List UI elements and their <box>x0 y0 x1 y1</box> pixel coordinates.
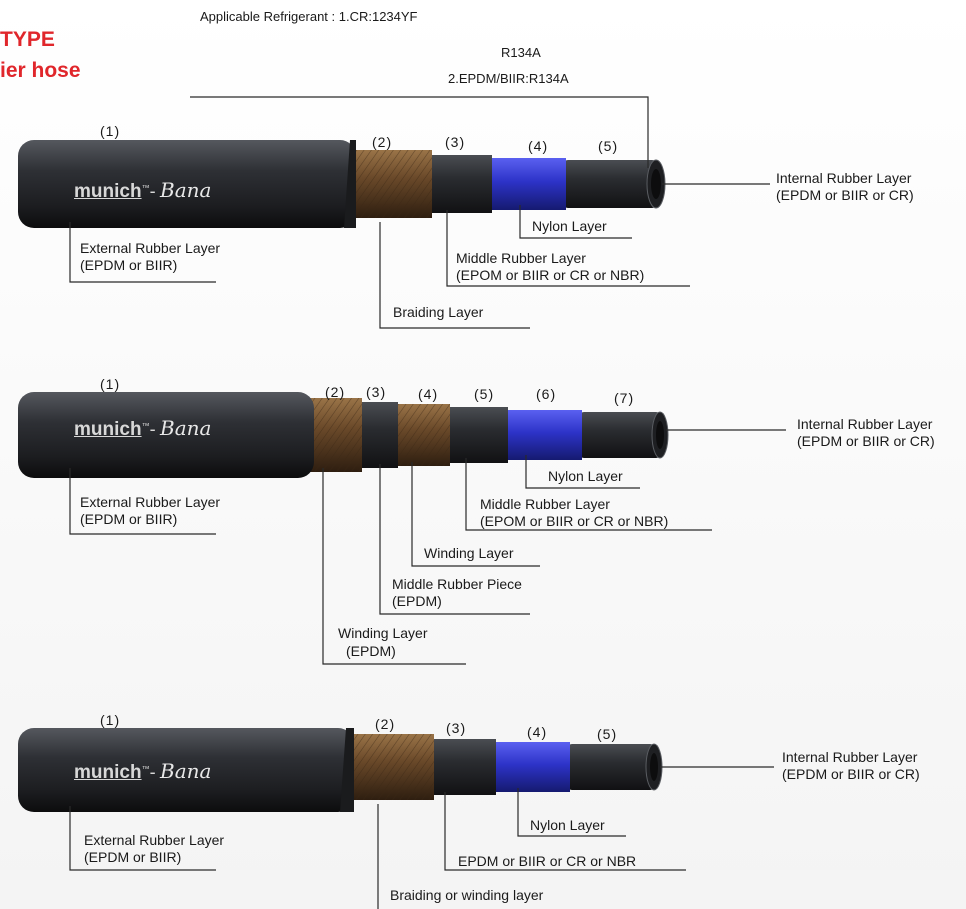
layer-number-3: (3) <box>446 720 467 736</box>
hose-3 <box>18 728 663 812</box>
middle-rubber-label: Middle Rubber Layer <box>456 250 586 266</box>
middle-rubber-material: (EPOM or BIIR or CR or NBR) <box>480 513 669 529</box>
layer-number-1: (1) <box>100 123 121 139</box>
layer-number-4: (4) <box>418 386 439 402</box>
brand-tm: ™ <box>141 764 150 774</box>
middle-rubber-label: Middle Rubber Layer <box>480 496 610 512</box>
layer-number-2: (2) <box>375 716 396 732</box>
brand-name: munich <box>74 419 142 440</box>
brand-logo-3: munich™- Bana <box>74 759 211 784</box>
brand-logo-2: munich™- Bana <box>74 416 211 441</box>
brand-tm: ™ <box>141 183 150 193</box>
winding-layer-label: Winding Layer <box>338 625 428 641</box>
brand-script: Bana <box>160 416 212 440</box>
brand-dash: - <box>149 181 156 201</box>
internal-rubber-material: (EPDM or BIIR or CR) <box>782 766 920 782</box>
nylon-layer-label: Nylon Layer <box>530 817 605 833</box>
refrigerant-r134a: R134A <box>501 45 541 60</box>
external-rubber-material: (EPDM or BIIR) <box>80 257 178 273</box>
refrigerant-label: Applicable Refrigerant : 1.CR:1234YF <box>200 9 418 24</box>
layer-number-5: (5) <box>597 726 618 742</box>
internal-rubber-material: (EPDM or BIIR or CR) <box>797 433 935 449</box>
middle-rubber-piece-material: (EPDM) <box>392 593 442 609</box>
title-line-1: TYPE <box>0 28 55 51</box>
internal-rubber-material: (EPDM or BIIR or CR) <box>776 187 914 203</box>
external-rubber-material: (EPDM or BIIR) <box>80 511 178 527</box>
middle-rubber-material: EPDM or BIIR or CR or NBR <box>458 853 637 869</box>
layer-number-4: (4) <box>528 138 549 154</box>
layer-number-2: (2) <box>325 384 346 400</box>
winding-layer-material: (EPDM) <box>346 643 396 659</box>
brand-dash: - <box>149 419 156 439</box>
leader-lines <box>69 96 786 909</box>
middle-rubber-material: (EPOM or BIIR or CR or NBR) <box>456 267 645 283</box>
braiding-or-winding-label: Braiding or winding layer <box>390 887 544 903</box>
brand-tm: ™ <box>141 421 150 431</box>
internal-rubber-label: Internal Rubber Layer <box>797 416 933 432</box>
layer-number-5: (5) <box>474 386 495 402</box>
layer-number-5: (5) <box>598 138 619 154</box>
layer-number-6: (6) <box>536 386 557 402</box>
middle-rubber-piece-label: Middle Rubber Piece <box>392 576 522 592</box>
internal-rubber-label: Internal Rubber Layer <box>776 170 912 186</box>
brand-script: Bana <box>160 178 212 202</box>
layer-number-2: (2) <box>372 134 393 150</box>
hose-2 <box>18 392 669 478</box>
layer-number-3: (3) <box>445 134 466 150</box>
nylon-layer-label: Nylon Layer <box>548 468 623 484</box>
external-rubber-label: External Rubber Layer <box>84 832 225 848</box>
layer-number-7: (7) <box>614 390 635 406</box>
nylon-layer-label: Nylon Layer <box>532 218 607 234</box>
title-line-2: ier hose <box>0 59 81 82</box>
brand-name: munich <box>74 181 142 202</box>
brand-name: munich <box>74 762 142 783</box>
layer-number-1: (1) <box>100 712 121 728</box>
brand-logo-1: munich™- Bana <box>74 178 211 203</box>
layer-number-4: (4) <box>527 724 548 740</box>
layer-number-1: (1) <box>100 376 121 392</box>
brand-script: Bana <box>160 759 212 783</box>
braiding-layer-label: Braiding Layer <box>393 304 484 320</box>
winding-layer-label: Winding Layer <box>424 545 514 561</box>
brand-dash: - <box>149 762 156 782</box>
layer-number-3: (3) <box>366 384 387 400</box>
external-rubber-label: External Rubber Layer <box>80 240 221 256</box>
internal-rubber-label: Internal Rubber Layer <box>782 749 918 765</box>
refrigerant-epdm: 2.EPDM/BIIR:R134A <box>448 71 569 86</box>
external-rubber-material: (EPDM or BIIR) <box>84 849 182 865</box>
external-rubber-label: External Rubber Layer <box>80 494 221 510</box>
hose-1 <box>18 140 666 228</box>
